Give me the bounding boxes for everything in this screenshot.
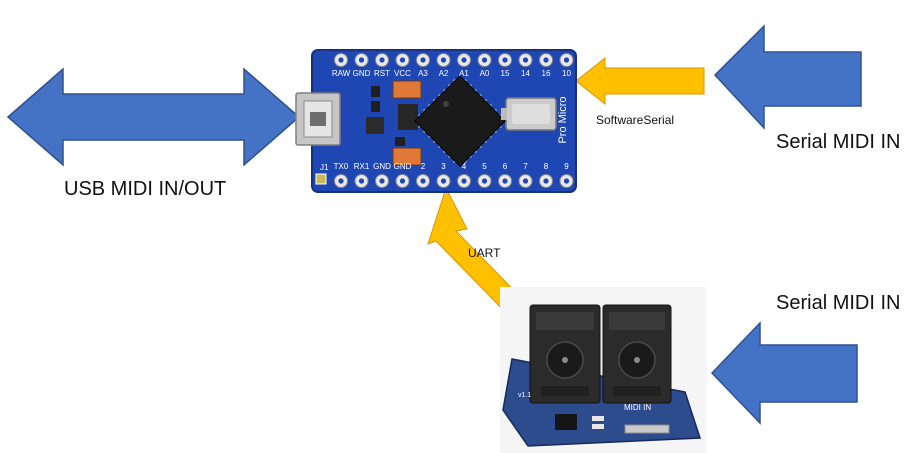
breakout-silk-text: MIDI IN [624, 403, 651, 412]
jumper-pad [315, 173, 327, 185]
pin-label: 15 [501, 69, 510, 78]
pin-label: 3 [441, 162, 446, 171]
jumper-label: J1 [320, 163, 329, 172]
pin-label: TX0 [334, 162, 349, 171]
pin-label: A1 [459, 69, 469, 78]
serial-midi-in-bottom-label: Serial MIDI IN [776, 292, 901, 314]
breakout-version-text: v1.1 [518, 392, 531, 399]
din-connector-right [602, 304, 672, 404]
pin-label: A2 [439, 69, 449, 78]
top-pin-row [334, 53, 574, 67]
pin-label: GND [373, 162, 391, 171]
pin-label: GND [353, 69, 371, 78]
bottom-pin-row [334, 174, 574, 188]
pin-label: 9 [564, 162, 569, 171]
pin-label: 2 [421, 162, 426, 171]
resistor [371, 101, 380, 112]
software-serial-arrow-icon [575, 56, 705, 106]
din-connector-left [529, 304, 601, 404]
pin-label: RST [374, 69, 390, 78]
software-serial-label: SoftwareSerial [596, 113, 675, 127]
board-name-text: Pro Micro [557, 96, 569, 143]
pin-label: 8 [544, 162, 549, 171]
header-pins [624, 424, 670, 434]
usb-double-arrow-icon [6, 67, 301, 167]
pin-label: RAW [332, 69, 351, 78]
pin-label: RX1 [354, 162, 370, 171]
pin-label: 10 [562, 69, 571, 78]
optocoupler-chip [555, 414, 577, 430]
resistor [395, 137, 405, 146]
microcontroller-chip [414, 75, 506, 167]
pin-label: 6 [503, 162, 508, 171]
capacitor [392, 80, 422, 99]
pin-label: 14 [521, 69, 530, 78]
pin-label: GND [394, 162, 412, 171]
pin-label: 16 [542, 69, 551, 78]
pin-label: 7 [523, 162, 528, 171]
resistor [592, 416, 604, 421]
serial-midi-in-top-label: Serial MIDI IN [776, 131, 901, 153]
pin-label: 5 [482, 162, 487, 171]
capacitor [392, 147, 422, 166]
ic [398, 104, 418, 130]
midi-breakout-photo: MIDI IN v1.1 [500, 287, 707, 453]
usb-midi-label: USB MIDI IN/OUT [64, 178, 227, 200]
resistor [592, 424, 604, 429]
pin-label: A0 [480, 69, 490, 78]
pin-label: 4 [462, 162, 467, 171]
regulator-chip [366, 117, 384, 134]
serial-in-bottom-arrow-icon [710, 321, 858, 425]
pin-label: A3 [418, 69, 428, 78]
resistor [371, 86, 380, 97]
pin-label: VCC [394, 69, 411, 78]
uart-label: UART [468, 246, 501, 260]
serial-in-top-arrow-icon [713, 24, 862, 130]
